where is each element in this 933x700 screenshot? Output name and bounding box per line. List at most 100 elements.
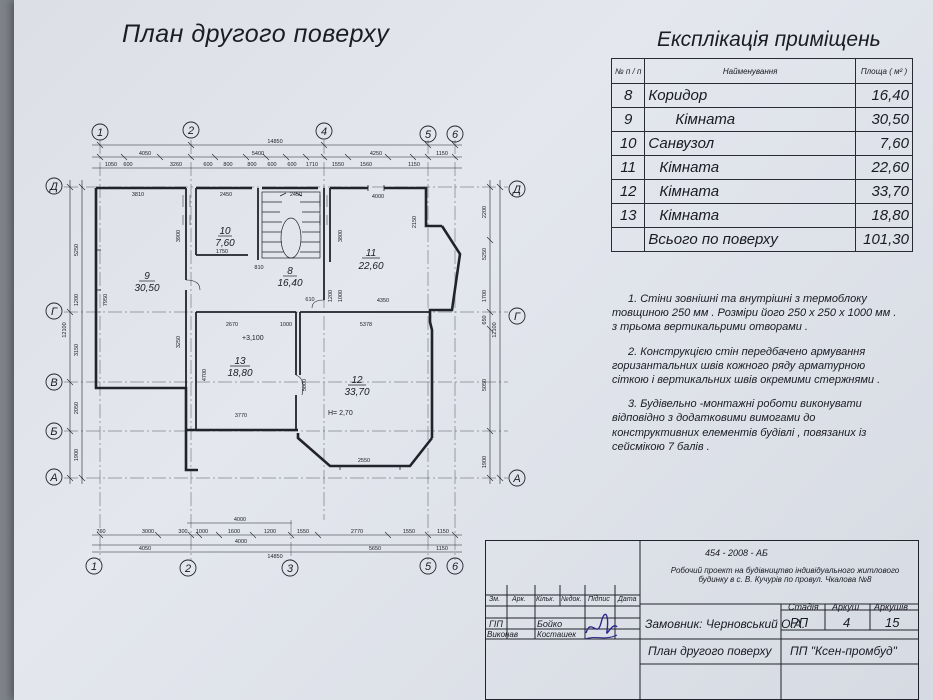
row-num: 10: [610, 131, 646, 156]
total-label: Всього по поверху: [644, 227, 856, 252]
person-role: ГІП: [489, 619, 503, 629]
dim-text: 1150: [408, 162, 420, 168]
inner-dim: 2150: [412, 216, 418, 228]
explication-row: 8 Коридор 16,40: [610, 83, 913, 108]
axis-top-label: 2: [187, 125, 194, 137]
stamp-header-cell: Підпис: [588, 596, 610, 603]
room-number: 11: [366, 248, 376, 259]
inner-dim: 3810: [132, 192, 144, 198]
axis-bottom-label: 1: [91, 561, 97, 573]
inner-dim: 5000: [302, 379, 308, 391]
total-area: 101,30: [855, 227, 913, 252]
inner-dim: 3770: [235, 413, 247, 419]
dim-text: 1150: [436, 546, 448, 552]
level-mark: +3,100: [242, 335, 264, 342]
drawing-name: План другого поверху: [648, 644, 772, 658]
inner-dim: 1200: [328, 290, 334, 302]
stamp-header-cell: Кільк.: [536, 596, 555, 603]
dim-text: 1200: [264, 529, 276, 535]
dim-text: 2050: [74, 402, 80, 414]
dim-text: 5050: [482, 379, 488, 391]
person-name: Косташек: [537, 630, 577, 639]
inner-dim: 2450: [290, 192, 302, 198]
explication-row: 11 Кімната 22,60: [610, 155, 913, 180]
stamp-header-cell: Дата: [618, 596, 637, 603]
axis-left-label: Д: [48, 181, 58, 193]
axis-top-label: 1: [97, 127, 103, 139]
inner-dim: 2670: [226, 322, 238, 328]
title-block-grid: [485, 540, 919, 700]
construction-notes: 1. Стіни зовнішні та внутрішні з термобл…: [612, 292, 902, 464]
axis-top-label: 6: [452, 129, 459, 141]
row-area: 18,80: [855, 203, 913, 228]
row-area: 33,70: [855, 179, 913, 204]
project-description: Робочий проект на будівництво індивідуал…: [670, 566, 900, 584]
customer: Замовник: Черновський О.А.: [645, 617, 806, 631]
row-name: Кімната: [644, 155, 856, 180]
dim-text: 1150: [436, 151, 448, 157]
dim-text: 1000: [196, 529, 208, 535]
row-area: 16,40: [855, 83, 913, 108]
dim-text: 650: [482, 315, 488, 324]
person-name: Бойко: [537, 619, 563, 629]
sheets-value: 15: [885, 615, 900, 630]
axis-left-label: А: [49, 472, 57, 484]
axis-right-label: Д: [511, 184, 521, 196]
room-area: 7,60: [215, 238, 235, 249]
header-area: Площа ( м² ): [855, 58, 913, 84]
dim-text: 1050: [105, 162, 117, 168]
axis-top-label: 4: [321, 126, 327, 138]
room-area: 33,70: [344, 387, 369, 398]
dim-text: 1700: [482, 290, 488, 302]
axis-bottom-label: 3: [287, 563, 294, 575]
dim-text: 3000: [142, 529, 154, 535]
stage-label: Стадія: [788, 602, 819, 612]
sheet-label: Аркуш: [832, 602, 860, 612]
inner-dim: 2550: [358, 458, 370, 464]
inner-dim: 810: [254, 265, 263, 271]
row-num: 13: [610, 203, 646, 228]
dim-text: 600: [267, 162, 276, 168]
title-block: 454 - 2008 - АБ Робочий проект на будівн…: [485, 540, 919, 700]
room-number: 12: [351, 375, 363, 386]
stamp-header-cell: Зм.: [489, 596, 501, 603]
height-mark: Н= 2,70: [328, 410, 353, 417]
person-role: Виконав: [487, 630, 519, 639]
inner-dim: 4350: [377, 298, 389, 304]
inner-dim: 1000: [280, 322, 292, 328]
row-area: 22,60: [855, 155, 913, 180]
dim-text: 14850: [267, 139, 282, 145]
room-number: 10: [219, 226, 231, 237]
axis-right-label: А: [512, 473, 520, 485]
row-name: Коридор: [644, 83, 856, 108]
dim-text: 1200: [74, 294, 80, 306]
note-3: 3. Будівельно -монтажні роботи виконуват…: [612, 398, 867, 453]
dim-text: 1550: [297, 529, 309, 535]
sheets-label: Аркушів: [874, 602, 908, 612]
inner-dim: 3800: [338, 230, 344, 242]
room-area: 30,50: [134, 283, 159, 294]
room-area: 16,40: [277, 278, 302, 289]
explication-row: 10 Санвузол 7,60: [610, 131, 913, 156]
explication-header-row: № п / п Найменування Площа ( м² ): [610, 58, 913, 84]
dim-text: 5250: [74, 244, 80, 256]
room-number: 9: [144, 271, 150, 282]
inner-dim: 1750: [216, 249, 228, 255]
inner-dim: 4000: [372, 194, 384, 200]
dim-text: 1550: [332, 162, 344, 168]
sheet-value: 4: [843, 615, 851, 630]
axis-bottom-label: 6: [452, 561, 459, 573]
dim-text: 4050: [139, 151, 151, 157]
note-2: 2. Конструкцією стін передбачено армуван…: [612, 345, 881, 387]
stamp-header-cell: №док.: [561, 596, 582, 603]
axis-left-label: Г: [51, 306, 58, 318]
row-num: 8: [610, 83, 646, 108]
axis-left-label: В: [50, 377, 57, 389]
dim-text: 5250: [482, 248, 488, 260]
row-name: Кімната: [644, 107, 856, 132]
dim-text: 800: [247, 162, 256, 168]
plan-title: План другого поверху: [122, 20, 390, 48]
dim-text: 800: [223, 162, 232, 168]
dim-text: 2770: [351, 529, 363, 535]
